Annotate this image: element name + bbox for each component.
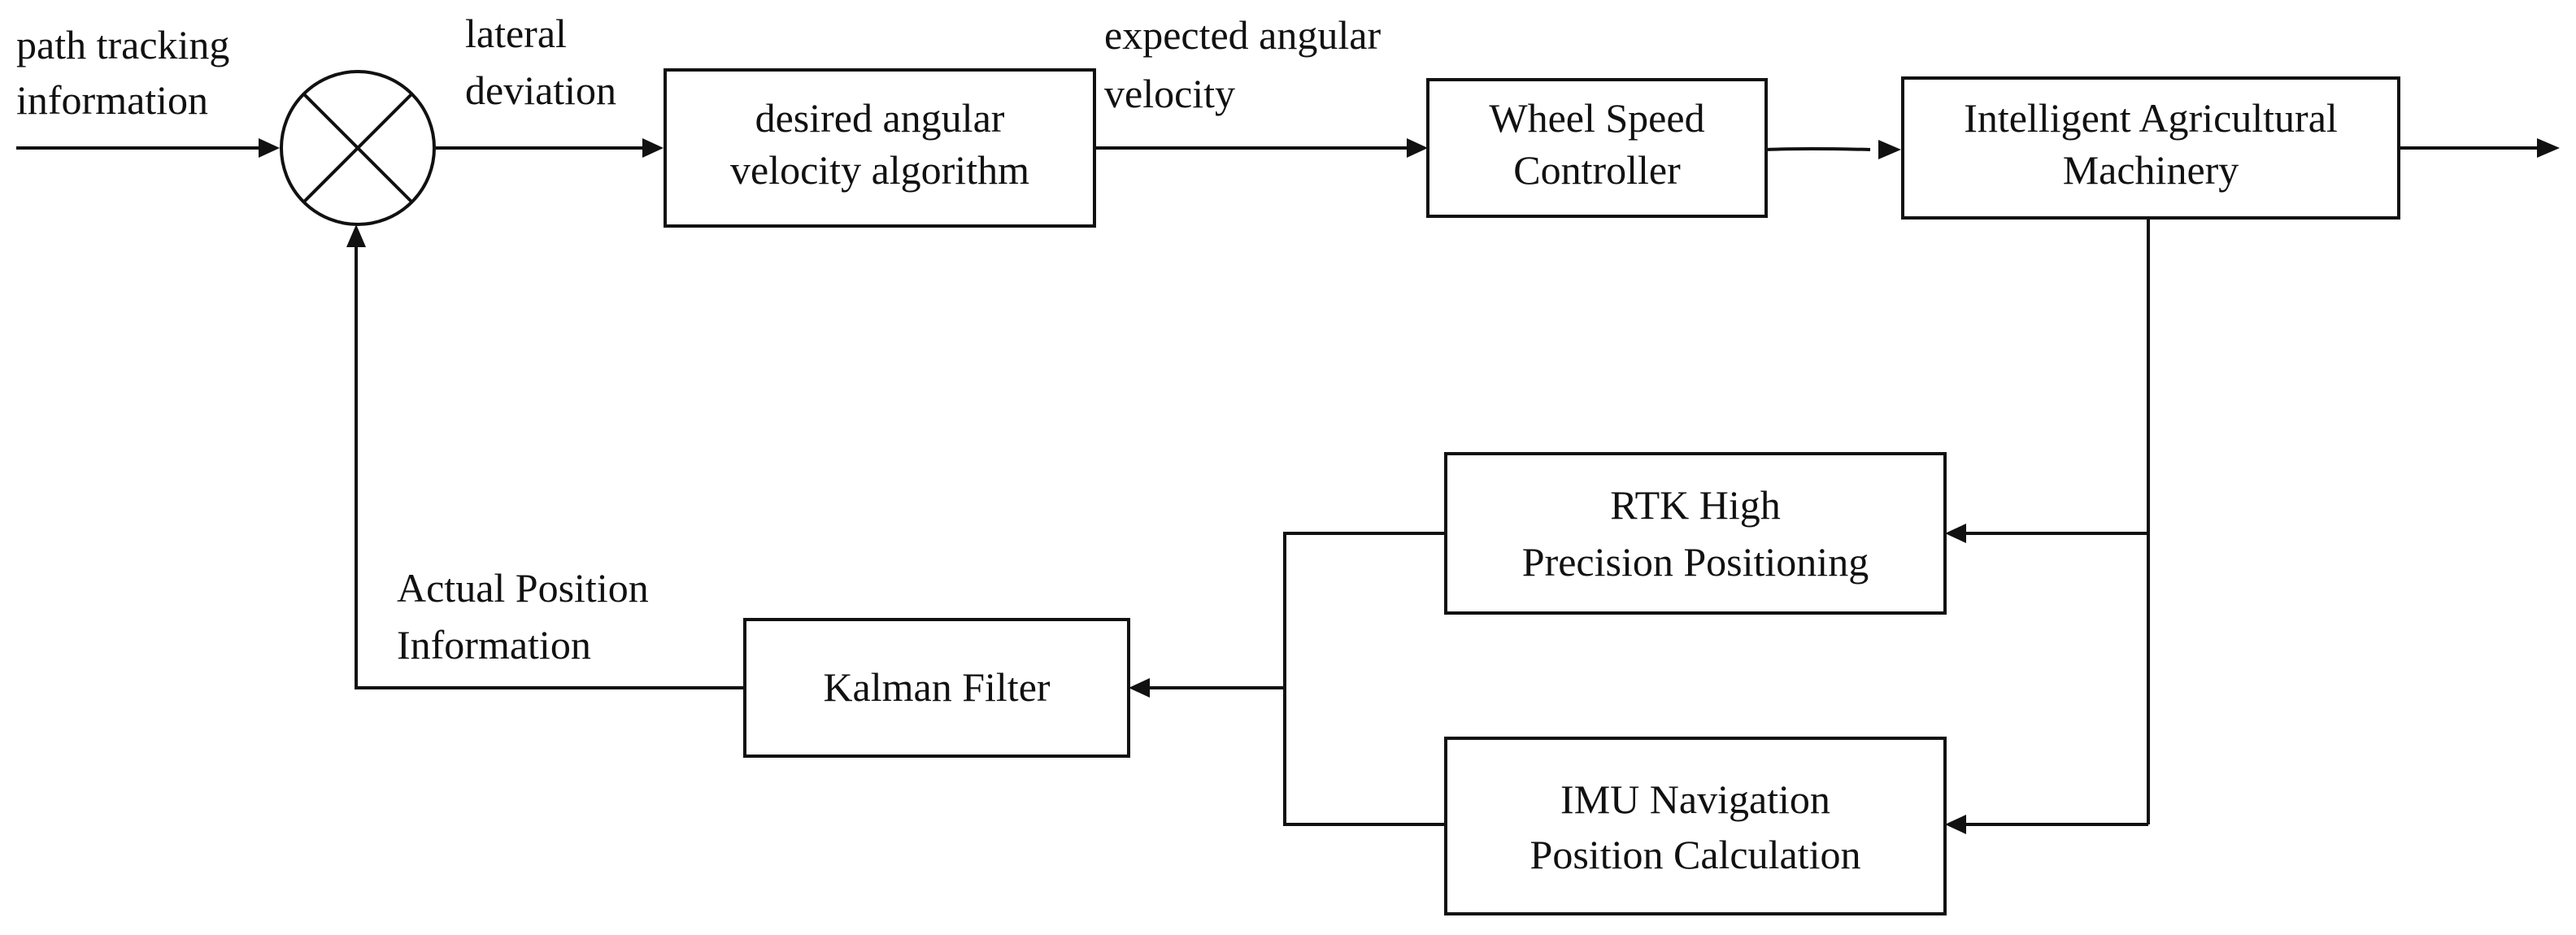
output-arrowhead	[2537, 138, 2560, 158]
block-machinery-line-1: Intelligent Agricultural	[1964, 95, 2338, 141]
error-label: lateral deviation	[465, 11, 616, 113]
expected-velocity-arrowhead	[1407, 138, 1428, 158]
expected-label: expected angular velocity	[1104, 12, 1381, 116]
error-label-line-2: deviation	[465, 67, 616, 113]
block-kalman-filter: Kalman Filter	[743, 618, 1130, 758]
block-rtk-line-2: Precision Positioning	[1522, 539, 1869, 585]
input-arrowhead	[259, 138, 280, 158]
sensor-merge-line	[1283, 532, 1444, 826]
expected-label-line-1: expected angular	[1104, 12, 1381, 58]
summing-junction	[280, 70, 436, 226]
block-kalman-line-1: Kalman Filter	[823, 664, 1050, 710]
feedback-label-line-2: Information	[397, 622, 591, 668]
deviation-arrowhead	[642, 138, 664, 158]
connectors	[16, 138, 2560, 834]
block-algorithm-line-1: desired angular	[755, 95, 1005, 141]
expected-label-line-2: velocity	[1104, 71, 1235, 116]
block-algorithm-line-2: velocity algorithm	[730, 147, 1029, 193]
control-line	[1765, 147, 1871, 151]
feedback-label-line-1: Actual Position	[397, 565, 649, 611]
block-rtk-line-1: RTK High	[1610, 482, 1781, 528]
rtk-feed-arrowhead	[1945, 524, 1966, 543]
block-algorithm: desired angular velocity algorithm	[664, 68, 1096, 228]
block-imu-line-2: Position Calculation	[1530, 832, 1861, 877]
control-arrowhead	[1878, 140, 1901, 159]
block-imu-navigation: IMU Navigation Position Calculation	[1444, 737, 1947, 915]
kalman-input-arrowhead	[1129, 678, 1150, 698]
block-wheel-speed-controller: Wheel Speed Controller	[1426, 78, 1768, 218]
block-wheel-line-2: Controller	[1513, 147, 1681, 193]
feedback-arrowhead	[346, 224, 366, 247]
input-label-line-2: information	[16, 77, 208, 123]
error-label-line-1: lateral	[465, 11, 567, 56]
block-rtk-positioning: RTK High Precision Positioning	[1444, 452, 1947, 615]
block-machinery-line-2: Machinery	[2063, 147, 2239, 193]
imu-feed-arrowhead	[1945, 815, 1966, 834]
block-imu-line-1: IMU Navigation	[1560, 776, 1830, 822]
block-machinery: Intelligent Agricultural Machinery	[1901, 76, 2400, 220]
input-label-line-1: path tracking	[16, 22, 229, 67]
block-wheel-line-1: Wheel Speed	[1489, 95, 1704, 141]
feedback-label: Actual Position Information	[397, 565, 649, 668]
input-label: path tracking information	[16, 22, 229, 123]
feedback-line	[355, 247, 745, 689]
